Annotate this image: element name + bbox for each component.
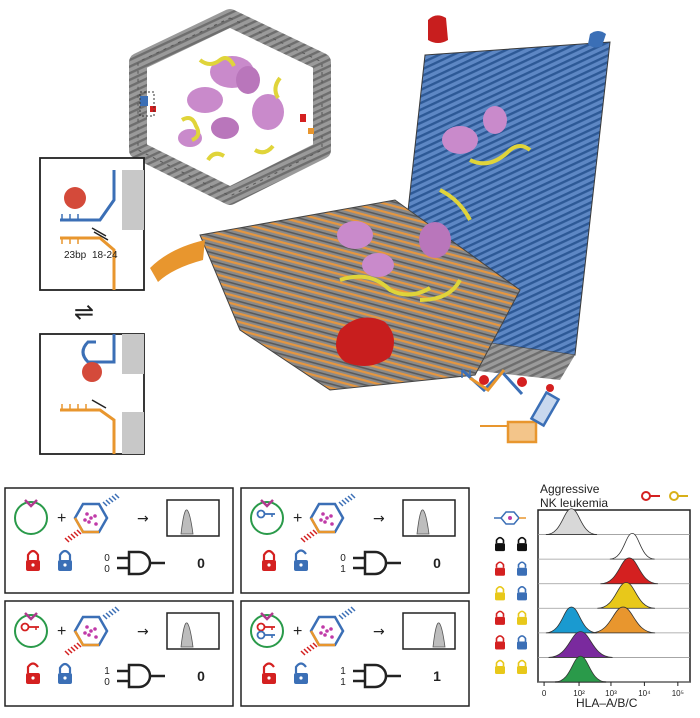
histogram-row-2 [538,532,690,560]
cell-circle [14,614,48,648]
svg-text:+: + [57,623,66,640]
gate-output: 0 [197,668,205,684]
x-tick-label: 10⁴ [638,689,651,698]
flow-title-line1: Aggressive [540,482,600,496]
svg-text:→: → [137,624,149,640]
histogram-row-3 [538,557,690,585]
lock-pair-row-3 [495,561,527,576]
gate-output: 0 [433,555,441,571]
histogram-row-6 [538,631,690,658]
svg-text:→: → [137,511,149,527]
gate-output: 1 [433,668,441,684]
histogram-row-1 [538,508,690,535]
and-gate-icon [363,663,388,689]
opened-nanorobot-3d-model [150,15,611,391]
svg-text:→: → [373,511,385,527]
gate-input-a: 0 [104,553,110,564]
stem-length-label-18-24: 18-24 [92,250,118,261]
flow-title-line2: NK leukemia [540,496,609,510]
lock-pair-row-5 [495,610,527,625]
x-tick-label: 10³ [605,689,617,698]
gate-input-b: 0 [104,564,110,575]
key-legend-icon [641,491,688,501]
histogram-row-5 [538,606,690,634]
lock-pair-row-4 [495,586,527,601]
gate-input-b: 1 [340,677,346,688]
svg-text:+: + [293,510,302,527]
gate-input-b: 1 [340,564,346,575]
aptamer-lock-schematic: 23bp 18-24 ⇌ [39,157,145,455]
hexagonal-nanorobot-crosssection [129,9,331,205]
robot-legend-icon [494,511,526,525]
histogram-row-7 [538,655,690,683]
gate-output: 0 [197,555,205,571]
gate-input-b: 0 [104,677,110,688]
svg-text:→: → [373,624,385,640]
x-tick-label: 10⁵ [672,689,684,698]
and-gate-icon [363,550,388,576]
svg-text:+: + [57,510,66,527]
and-gate-icon [127,550,152,576]
histogram-row-4 [538,582,690,609]
flow-x-axis-label: HLA–A/B/C [576,696,638,710]
gate-input-a: 1 [340,666,346,677]
cell-circle [250,614,284,648]
stem-length-label-23bp: 23bp [64,250,87,261]
gate-input-a: 0 [340,553,346,564]
x-tick-label: 10² [573,689,585,698]
antigen-key-dot [64,187,86,209]
gate-input-a: 1 [104,666,110,677]
svg-text:+: + [293,623,302,640]
opening-schematic [460,368,561,444]
flow-cytometry-panel: 0 10² 10³ 10⁴ 10⁵ [494,491,691,698]
equilibrium-arrow: ⇌ [74,298,94,326]
lock-pair-row-2 [495,536,527,552]
and-gate-icon [127,663,152,689]
cell-circle [250,501,284,535]
lock-pair-row-7 [495,659,527,675]
x-tick-label: 0 [542,689,547,698]
cell-circle [14,501,48,535]
lock-pair-row-6 [495,635,527,650]
